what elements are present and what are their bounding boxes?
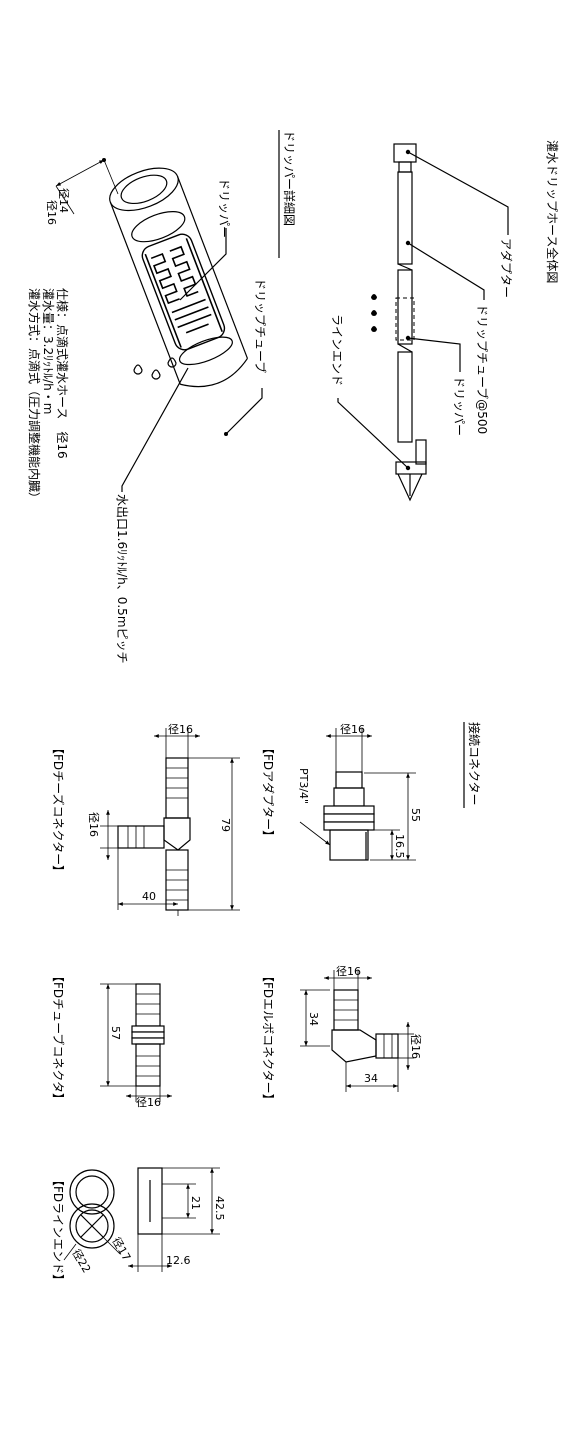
fd-adapter-drawing: 【FDアダプター】 径16 55 16.5 PT3/4" xyxy=(261,723,422,861)
label-adapter: アダプター xyxy=(499,238,514,298)
fd-line-end-dim-height: 42.5 xyxy=(213,1196,226,1221)
fd-tube-dim-length: 57 xyxy=(109,1026,122,1040)
fd-elbow-dim-b: 34 xyxy=(364,1072,378,1085)
dripper-detail-drawing: ドリッパー詳細図 径14 xyxy=(45,130,297,664)
label-line-end: ラインエンド xyxy=(330,314,344,386)
fd-adapter-thread: PT3/4" xyxy=(297,768,310,804)
detail-title: ドリッパー詳細図 xyxy=(282,130,297,226)
fd-line-end-label: 【FDラインエンド】 xyxy=(51,1174,65,1286)
detail-label-outlet: 水出口1.6ﾘｯﾄﾙ/h、0.5mピッチ xyxy=(115,494,129,664)
spec-line2: 灌水量：3.2ﾘｯﾄﾙ/h・m xyxy=(41,288,55,414)
fd-line-end-drawing: 【FDラインエンド】 径17 径22 42.5 21 12.6 xyxy=(51,1167,226,1286)
detail-dia14: 径14 xyxy=(57,188,70,213)
fd-tube-connector-drawing: 【FDチューブコネクタ】 57 径16 xyxy=(51,970,172,1109)
fd-line-end-dia22: 径22 xyxy=(69,1247,93,1275)
fd-tube-dia: 径16 xyxy=(136,1096,161,1109)
overall-title: 灌水ドリップホース全体図 xyxy=(545,140,560,283)
fd-elbow-dim-a: 34 xyxy=(307,1012,320,1026)
detail-label-drip-tube: ドリップチューブ xyxy=(253,278,268,373)
fd-elbow-label: 【FDエルボコネクター】 xyxy=(261,970,275,1106)
fd-adapter-label: 【FDアダプター】 xyxy=(261,742,276,842)
fd-tee-dim-width: 40 xyxy=(142,890,156,903)
detail-label-dripper: ドリッパー xyxy=(217,178,231,238)
fd-line-end-dim-inner: 21 xyxy=(189,1196,202,1210)
detail-dia16: 径16 xyxy=(45,200,58,225)
fd-tee-drawing: 【FDチーズコネクター】 径16 径16 79 xyxy=(51,723,240,916)
line-end-part xyxy=(395,461,427,475)
fd-elbow-drawing: 【FDエルボコネクター】 径16 34 34 径16 xyxy=(261,965,422,1106)
fd-adapter-dim-total: 55 xyxy=(409,808,422,822)
fd-tee-label: 【FDチーズコネクター】 xyxy=(51,742,66,877)
drip-tube-segment xyxy=(397,269,413,345)
fd-adapter-dim-thread: 16.5 xyxy=(393,834,406,859)
line-end-side-view xyxy=(137,1167,163,1235)
drip-tube-segment xyxy=(397,351,413,443)
overall-hose-drawing: 灌水ドリップホース全体図 アダプター ドリップチューブ@500 ドリッパー xyxy=(330,140,560,502)
fd-adapter-dia: 径16 xyxy=(340,723,365,736)
drip-tube-segment xyxy=(397,171,413,265)
spec-block: 仕様：点滴式灌水ホース 径16 灌水量：3.2ﾘｯﾄﾙ/h・m 灌水方式：点滴式… xyxy=(27,288,70,504)
dripper-body xyxy=(141,233,226,351)
fd-line-end-dim-width: 12.6 xyxy=(166,1254,191,1267)
fd-tee-dia-side: 径16 xyxy=(87,812,100,837)
dripper-hidden xyxy=(395,297,415,341)
spec-line1: 仕様：点滴式灌水ホース 径16 xyxy=(55,288,70,459)
adapter-part xyxy=(393,143,417,163)
fd-tee-dim-length: 79 xyxy=(219,818,232,832)
fd-tee-dia-top: 径16 xyxy=(168,723,193,736)
label-dripper: ドリッパー xyxy=(452,376,466,436)
fd-elbow-dia-top: 径16 xyxy=(336,965,361,978)
fd-line-end-dia17: 径17 xyxy=(109,1235,133,1263)
fd-tube-label: 【FDチューブコネクタ】 xyxy=(51,970,66,1105)
fd-elbow-dia-side: 径16 xyxy=(409,1034,422,1059)
label-drip-tube-pitch: ドリップチューブ@500 xyxy=(475,304,490,434)
spec-line3: 灌水方式：点滴式（圧力調整機能内臓） xyxy=(27,288,42,504)
connectors-title: 接続コネクター xyxy=(467,722,482,806)
